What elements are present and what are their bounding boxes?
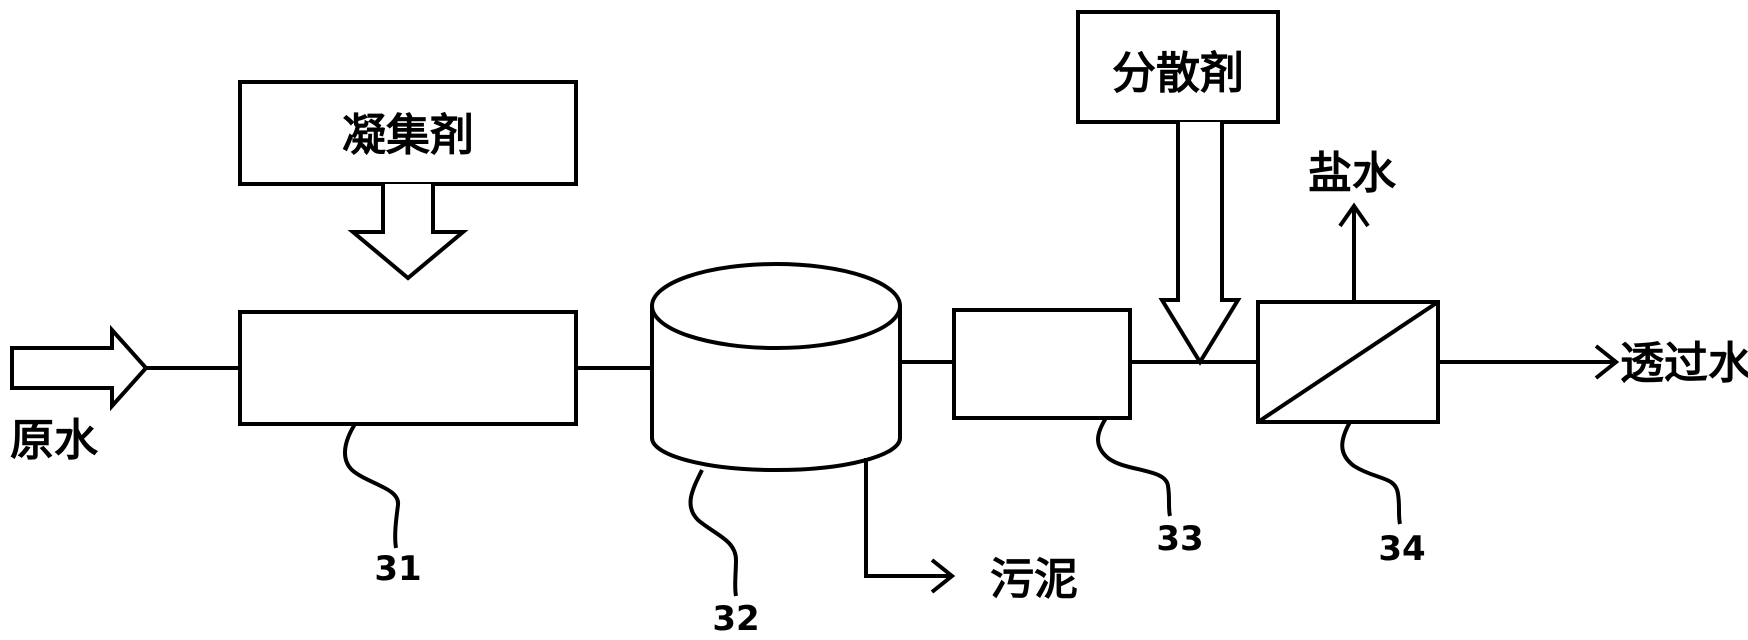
- coagulation-tank: [238, 310, 578, 426]
- coagulant-label: 凝集剤: [342, 110, 474, 161]
- settling-tank-body: [650, 306, 902, 472]
- unit-number-33: 33: [1156, 519, 1203, 559]
- raw-water-label: 原水: [10, 415, 99, 466]
- dispersant-label: 分散剤: [1112, 48, 1244, 99]
- dispersant-box: [1076, 10, 1280, 124]
- permeate-arrowhead: [1594, 344, 1620, 380]
- brine-arrowhead: [1338, 202, 1370, 228]
- permeate-label: 透过水: [1620, 338, 1748, 389]
- leader-line-34: [1340, 421, 1402, 525]
- sludge-arrowhead: [930, 558, 956, 594]
- leader-line-32: [688, 469, 739, 597]
- dispersant-feed-arrow: [1158, 122, 1242, 366]
- leader-line-31: [343, 422, 400, 549]
- sludge-label: 污泥: [990, 554, 1078, 605]
- leader-line-33: [1096, 416, 1172, 517]
- coagulant-feed-arrow: [347, 184, 469, 281]
- unit-number-34: 34: [1378, 529, 1425, 569]
- unit-number-31: 31: [374, 549, 421, 589]
- brine-label: 盐水: [1308, 148, 1397, 199]
- settling-tank-top: [650, 262, 902, 350]
- filter-unit: [952, 308, 1132, 420]
- membrane-diagonal: [1256, 300, 1440, 424]
- unit-number-32: 32: [712, 599, 759, 639]
- sludge-outlet-pipe: [864, 458, 950, 578]
- raw-water-inlet-arrow: [10, 324, 149, 412]
